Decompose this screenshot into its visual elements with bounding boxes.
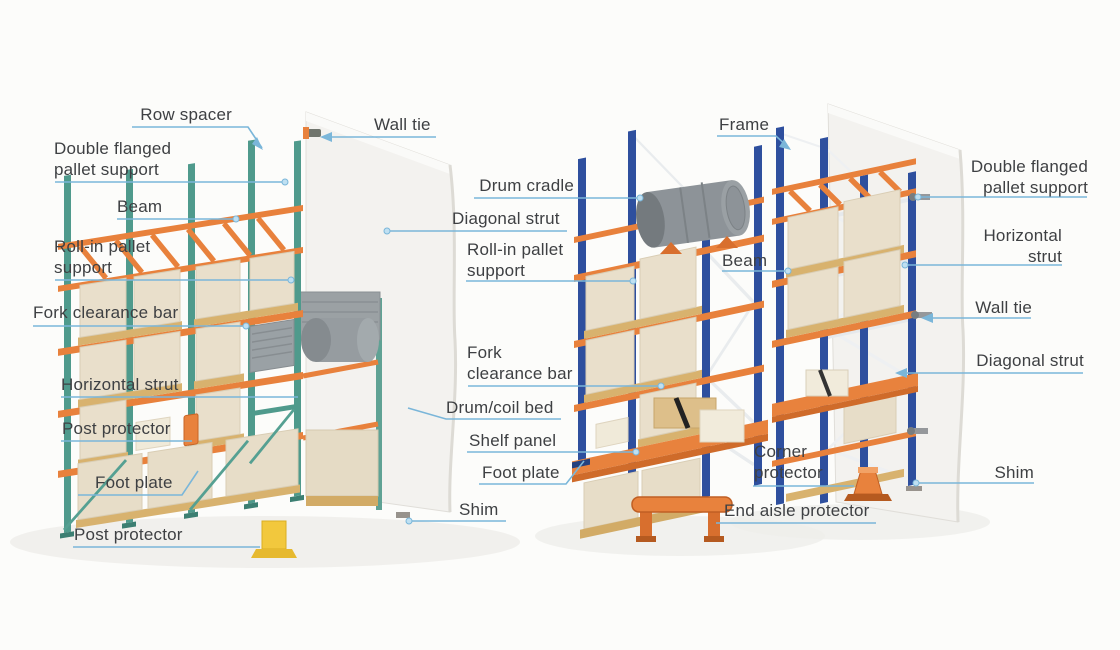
horizontal-strut-left-part	[248, 404, 294, 417]
drum-cradle-wedges	[660, 236, 738, 254]
label-diagonal-strut-mid: Diagonal strut	[452, 209, 560, 228]
drive-in-rack	[58, 139, 304, 539]
top-grid-slats	[77, 216, 287, 280]
end-aisle-protector-part	[631, 496, 733, 542]
label-row-spacer: Row spacer	[140, 105, 232, 124]
label-post-protector-lower: Post protector	[74, 525, 183, 544]
white-box-right-deck	[805, 369, 849, 397]
label-beam-right: Beam	[722, 251, 768, 270]
leader-endpoint-dots	[232, 178, 922, 525]
label-roll-in-mid: Roll-in pallet support	[467, 240, 564, 280]
label-end-aisle-protector: End aisle protector	[724, 501, 870, 520]
label-drum-cradle: Drum cradle	[479, 176, 574, 195]
white-box-mid	[699, 409, 745, 443]
leader-lines	[33, 126, 1087, 548]
leader-arrowheads	[252, 132, 933, 378]
label-fork-clearance-left: Fork clearance bar	[33, 303, 179, 322]
label-shim-right: Shim	[994, 463, 1034, 482]
top-grid-slats-right	[788, 169, 902, 213]
label-diagonal-strut-right: Diagonal strut	[976, 351, 1084, 370]
label-drum-coil-bed: Drum/coil bed	[446, 398, 554, 417]
label-double-flanged-left: Double flanged pallet support	[54, 139, 172, 179]
label-corner-protector: Corner protector	[754, 442, 823, 482]
label-horizontal-strut-right: Horizontal strut	[983, 226, 1062, 266]
label-wall-tie-left: Wall tie	[374, 115, 431, 134]
label-beam-left: Beam	[117, 197, 163, 216]
label-roll-in-left: Roll-in pallet support	[54, 237, 151, 277]
drum	[636, 180, 750, 248]
label-fork-clearance-mid: Fork clearance bar	[467, 343, 573, 383]
label-double-flanged-right: Double flanged pallet support	[970, 157, 1088, 197]
label-post-protector-upper: Post protector	[62, 419, 171, 438]
stored-boxes-left	[76, 250, 300, 528]
corner-protector-cone	[844, 467, 892, 501]
label-foot-plate-mid: Foot plate	[482, 463, 560, 482]
label-wall-tie-right: Wall tie	[975, 298, 1032, 317]
label-frame: Frame	[719, 115, 770, 134]
shim-left-rack	[396, 512, 410, 518]
foot-plate-mid-part	[572, 458, 590, 469]
label-shim-mid: Shim	[459, 500, 499, 519]
drive-in-rack-back-row	[299, 291, 410, 518]
drum-coil-bed	[299, 291, 381, 362]
post-protector-upper-part	[183, 413, 199, 447]
shim-right-part	[906, 486, 922, 491]
wall-tie-left-clamp	[303, 127, 321, 139]
shelving-rack-middle	[572, 129, 768, 539]
foot-plates-left	[60, 494, 304, 539]
label-shelf-panel: Shelf panel	[469, 431, 557, 450]
post-protector-yellow	[251, 520, 297, 558]
label-foot-plate-left: Foot plate	[95, 473, 173, 492]
label-horizontal-strut-left: Horizontal strut	[61, 375, 179, 394]
